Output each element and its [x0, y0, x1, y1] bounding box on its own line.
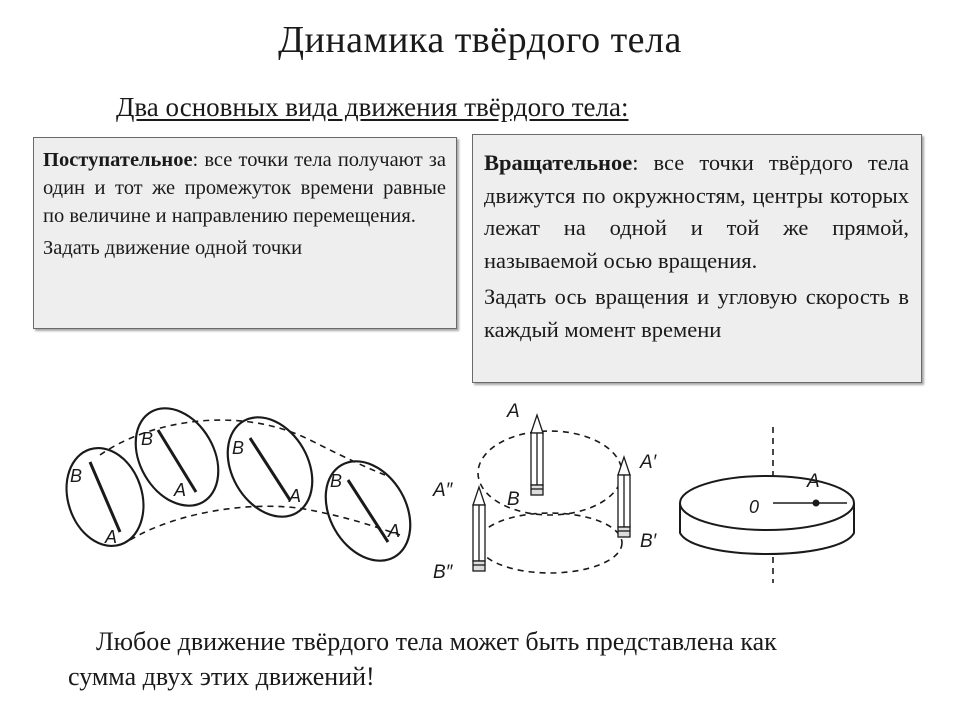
translational-task: Задать движение одной точки	[43, 237, 303, 259]
label-b: B	[507, 489, 520, 510]
translational-motion-box: Поступательное: все точки тела получают …	[33, 137, 457, 329]
pencil-1	[530, 412, 544, 496]
pencil-3	[472, 484, 486, 572]
body-ellipse-3	[226, 416, 314, 518]
label-a-4: A	[387, 521, 400, 541]
disk-diagram: 0 A	[679, 427, 855, 583]
label-b-3: B	[232, 438, 244, 458]
label-a-3: A	[288, 486, 301, 506]
disk-side	[679, 503, 855, 555]
footer-line-1: Любое движение твёрдого тела может быть …	[96, 627, 777, 656]
translational-definition: Поступательное: все точки тела получают …	[43, 146, 446, 230]
label-b-4: B	[330, 471, 342, 491]
label-a-2: A	[173, 480, 186, 500]
label-a: A	[506, 401, 520, 422]
trajectory-a	[129, 505, 401, 541]
label-a-double-prime: A″	[432, 480, 454, 501]
label-b-2: B	[141, 429, 153, 449]
translational-term: Поступательное	[43, 149, 193, 171]
body-ellipse-2	[134, 407, 220, 507]
body-segment-1	[88, 461, 122, 533]
rotational-definition: Вращательное: все точки твёрдого тела дв…	[484, 147, 909, 277]
body-ellipse-1	[65, 446, 145, 548]
footer-note: Любое движение твёрдого тела может быть …	[68, 624, 888, 694]
label-a-1: A	[104, 527, 117, 547]
trajectory-b	[99, 419, 386, 476]
page-subtitle: Два основных вида движения твёрдого тела…	[116, 92, 629, 122]
orbit-upper	[477, 430, 623, 516]
body-ellipse-4	[324, 460, 412, 562]
rotational-term: Вращательное	[484, 150, 633, 175]
label-b-1: B	[70, 466, 82, 486]
body-segment-4	[346, 479, 390, 543]
rotational-motion-box: Вращательное: все точки твёрдого тела дв…	[472, 134, 922, 383]
footer-line-2: сумма двух этих движений!	[68, 662, 375, 691]
body-segment-3	[248, 437, 292, 501]
label-point-a: A	[806, 471, 820, 492]
rotational-task: Задать ось вращения и угловую скорость в…	[484, 284, 909, 342]
label-a-prime: A′	[639, 452, 658, 473]
rotational-definition-text: : все точки твёрдого тела движутся по ок…	[484, 150, 909, 273]
label-center: 0	[749, 497, 759, 517]
point-a-dot	[812, 499, 820, 507]
label-b-double-prime: B″	[433, 562, 454, 583]
body-segment-2	[156, 429, 198, 493]
rotation-diagram: A B A′ B′ A″ B″	[432, 401, 658, 583]
page-title: Динамика твёрдого тела	[278, 19, 682, 61]
orbit-lower	[477, 512, 623, 574]
label-b-prime: B′	[640, 531, 658, 552]
translational-definition-text: : все точки тела получают за один и тот …	[43, 149, 446, 227]
translation-diagram: B A B A B A B A	[65, 407, 412, 562]
pencil-2	[617, 454, 631, 538]
